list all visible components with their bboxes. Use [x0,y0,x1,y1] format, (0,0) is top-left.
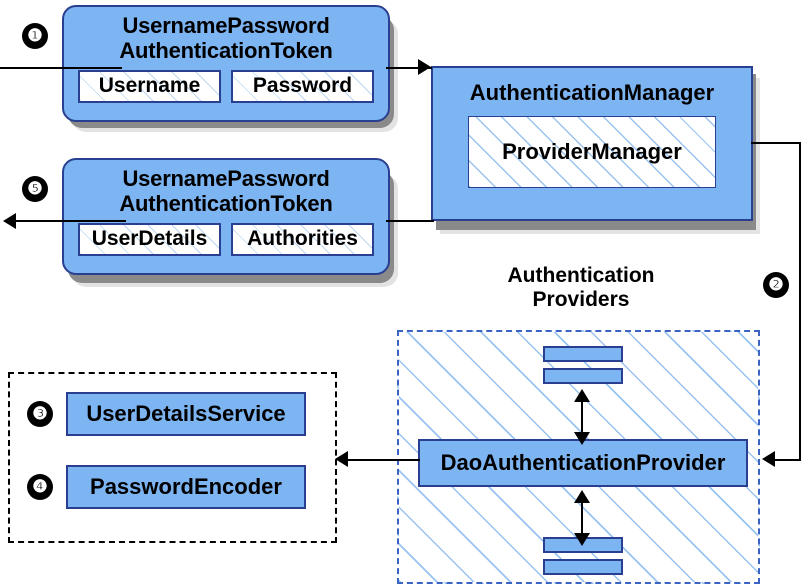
authentication-manager-title: AuthenticationManager [469,80,715,105]
step-2-badge: ❷ [763,272,789,298]
request-token-card[interactable]: UsernamePassword AuthenticationToken Use… [62,5,390,122]
provider-link-top-arrowhead-down [574,432,590,445]
response-token-title-line2: AuthenticationToken [119,190,333,216]
authentication-providers-label-line2: Providers [532,287,630,311]
response-token-fields: UserDetails Authorities [64,217,388,256]
request-token-title: UsernamePassword AuthenticationToken [64,7,388,64]
provider-link-top-line [581,393,583,436]
manager-to-provider-line-vertical [799,142,801,460]
other-provider-bar-bottom-2[interactable] [543,559,623,575]
manager-to-provider-line-bottom [775,459,801,461]
step-3-badge: ❸ [27,401,53,427]
provider-to-dependencies-line [348,459,420,461]
provider-link-bottom-line [581,494,583,537]
provider-to-dependencies-arrowhead [335,451,348,467]
manager-to-provider-arrowhead [762,451,775,467]
response-token-field-userdetails[interactable]: UserDetails [78,222,221,256]
provider-link-bottom-arrowhead-up [574,490,590,503]
response-token-title: UsernamePassword AuthenticationToken [64,160,388,217]
user-details-service-box[interactable]: UserDetailsService [66,392,306,436]
request-token-fields: Username Password [64,64,388,103]
token-to-manager-arrowhead [418,59,431,75]
step-4-badge: ❹ [27,474,53,500]
response-token-card[interactable]: UsernamePassword AuthenticationToken Use… [62,158,390,275]
step-5-badge: ❺ [22,176,48,202]
provider-link-top-arrowhead-up [574,389,590,402]
step-1-badge: ❶ [22,23,48,49]
manager-to-provider-line-top [751,142,801,144]
authentication-providers-label-line1: Authentication [507,264,655,287]
manager-to-response-token-line [386,220,434,222]
authentication-providers-label: Authentication Providers [468,264,694,312]
provider-link-bottom-arrowhead-down [574,533,590,546]
token-to-manager-line [386,67,432,69]
request-token-title-line1: UsernamePassword [122,13,330,38]
response-outgoing-arrowhead [3,213,16,229]
other-provider-bar-top-2[interactable] [543,368,623,384]
response-token-field-authorities[interactable]: Authorities [231,222,374,256]
password-encoder-box[interactable]: PasswordEncoder [66,465,306,509]
dao-authentication-provider-box[interactable]: DaoAuthenticationProvider [418,439,748,487]
response-outgoing-line [16,220,126,222]
other-provider-bar-top-1[interactable] [543,346,623,362]
request-token-field-username[interactable]: Username [78,69,221,103]
response-token-title-line1: UsernamePassword [122,166,330,191]
authentication-manager-box[interactable]: AuthenticationManager ProviderManager [431,66,753,221]
incoming-request-line [0,67,122,69]
request-token-field-password[interactable]: Password [231,69,374,103]
request-token-title-line2: AuthenticationToken [119,37,333,63]
provider-manager-box[interactable]: ProviderManager [468,116,716,188]
